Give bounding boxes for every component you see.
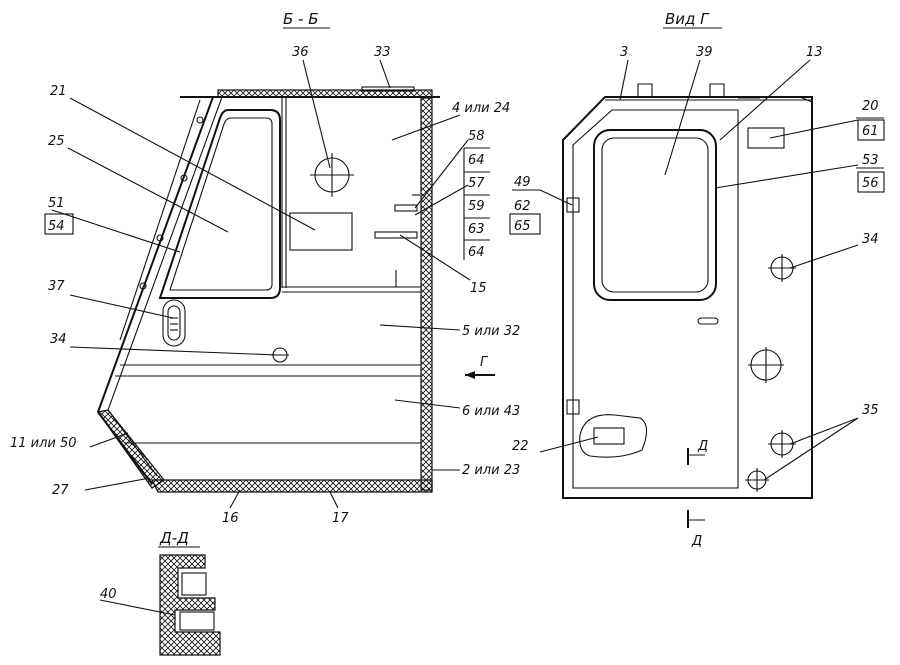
- label-21: 21: [50, 84, 67, 99]
- label-22: 22: [512, 439, 529, 454]
- dd-profile: [159, 554, 221, 656]
- label-37: 37: [48, 279, 65, 294]
- section-bb-title: Б - Б: [283, 10, 319, 28]
- cut-d-bottom-label: Д: [691, 534, 702, 549]
- label-62: 62: [514, 199, 531, 214]
- label-65: 65: [514, 219, 531, 234]
- label-61: 61: [862, 124, 879, 139]
- section-bb-view: Б - Б: [51, 10, 495, 509]
- pocket-22: [579, 414, 648, 458]
- door-window-glass: [601, 137, 709, 293]
- section-dd-title: Д-Д: [159, 529, 189, 547]
- label-4-24: 4 или 24: [452, 101, 510, 116]
- front-window-frame: [158, 109, 281, 299]
- label-57: 57: [468, 176, 485, 191]
- section-bb-labels: 36 33 21 4 или 24 58 64 57 59 63 64 25 5…: [10, 45, 520, 526]
- label-34-right: 34: [862, 232, 879, 247]
- hinge-upper: [566, 197, 580, 213]
- plate-21: [289, 212, 353, 251]
- label-25: 25: [48, 134, 65, 149]
- view-g-labels: 3 39 13 20 61 53 56 49 62 65 34 35 22: [509, 45, 885, 454]
- label-3: 3: [620, 45, 628, 60]
- label-11-50: 11 или 50: [10, 436, 77, 451]
- label-33: 33: [374, 45, 391, 60]
- label-39: 39: [696, 45, 713, 60]
- view-g: Вид Г: [512, 10, 884, 549]
- floor-panel: [151, 479, 433, 493]
- front-window-glass: [169, 117, 273, 291]
- door-window-frame: [593, 129, 717, 301]
- label-35: 35: [862, 403, 879, 418]
- right-wall: [420, 97, 433, 491]
- label-20: 20: [862, 99, 879, 114]
- label-59: 59: [468, 199, 485, 214]
- label-54: 54: [48, 219, 65, 234]
- roof-hatch-cover: [361, 86, 415, 92]
- label-56: 56: [862, 176, 879, 191]
- section-dd-view: Д-Д 40: [99, 529, 221, 656]
- label-49: 49: [514, 175, 531, 190]
- label-51: 51: [48, 196, 65, 211]
- arrow-g-label: Г: [480, 355, 489, 370]
- lower-front-insulation: [96, 409, 165, 489]
- label-64a: 64: [468, 153, 485, 168]
- label-13: 13: [806, 45, 823, 60]
- plate-20: [747, 127, 785, 149]
- oval-opening-37: [162, 299, 186, 347]
- label-16: 16: [222, 511, 239, 526]
- label-36: 36: [292, 45, 309, 60]
- label-53: 53: [862, 153, 879, 168]
- label-40: 40: [100, 587, 117, 602]
- door-handle: [697, 317, 719, 325]
- label-58: 58: [468, 129, 485, 144]
- view-g-title: Вид Г: [665, 10, 710, 28]
- hinge-lower: [566, 399, 580, 415]
- label-2-23: 2 или 23: [462, 463, 520, 478]
- cabin-side-outline: [562, 96, 813, 499]
- label-15: 15: [470, 281, 487, 296]
- label-34-left: 34: [50, 332, 67, 347]
- label-5-32: 5 или 32: [462, 324, 520, 339]
- label-17: 17: [332, 511, 349, 526]
- label-6-43: 6 или 43: [462, 404, 520, 419]
- cut-d-top-label: Д: [697, 439, 708, 454]
- label-64b: 64: [468, 245, 485, 260]
- label-63: 63: [468, 222, 485, 237]
- pocket-plate: [593, 427, 625, 445]
- label-27: 27: [52, 483, 69, 498]
